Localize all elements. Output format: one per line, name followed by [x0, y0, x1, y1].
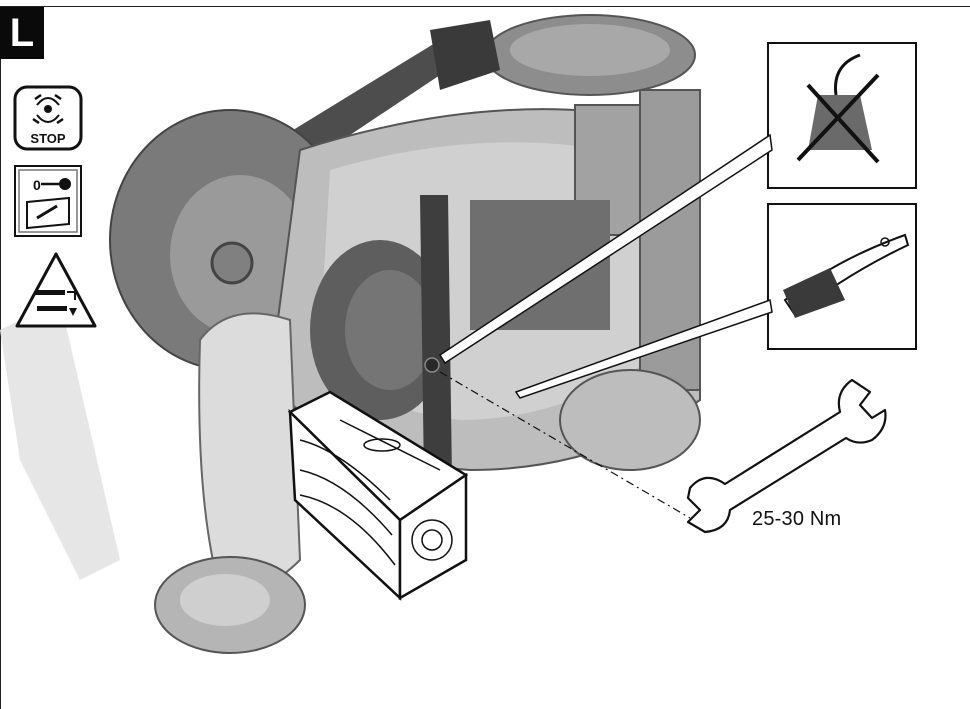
leader-lines [438, 133, 773, 519]
left-rule [0, 6, 1, 709]
torque-value: 25-30 Nm [752, 508, 842, 530]
stop-text: STOP [30, 131, 65, 146]
key-manual-icon: 0 [14, 165, 82, 237]
no-water-callout [767, 42, 917, 189]
mower-body [0, 14, 701, 654]
cutting-hazard-warning-icon [15, 252, 97, 328]
wrench-icon [686, 378, 887, 534]
wooden-block [287, 390, 469, 601]
key-off-text: 0 [33, 177, 41, 193]
top-rule [0, 6, 970, 7]
section-label: L [0, 7, 44, 59]
blade-stop-icon: STOP [13, 85, 83, 151]
brush-callout [767, 203, 917, 350]
